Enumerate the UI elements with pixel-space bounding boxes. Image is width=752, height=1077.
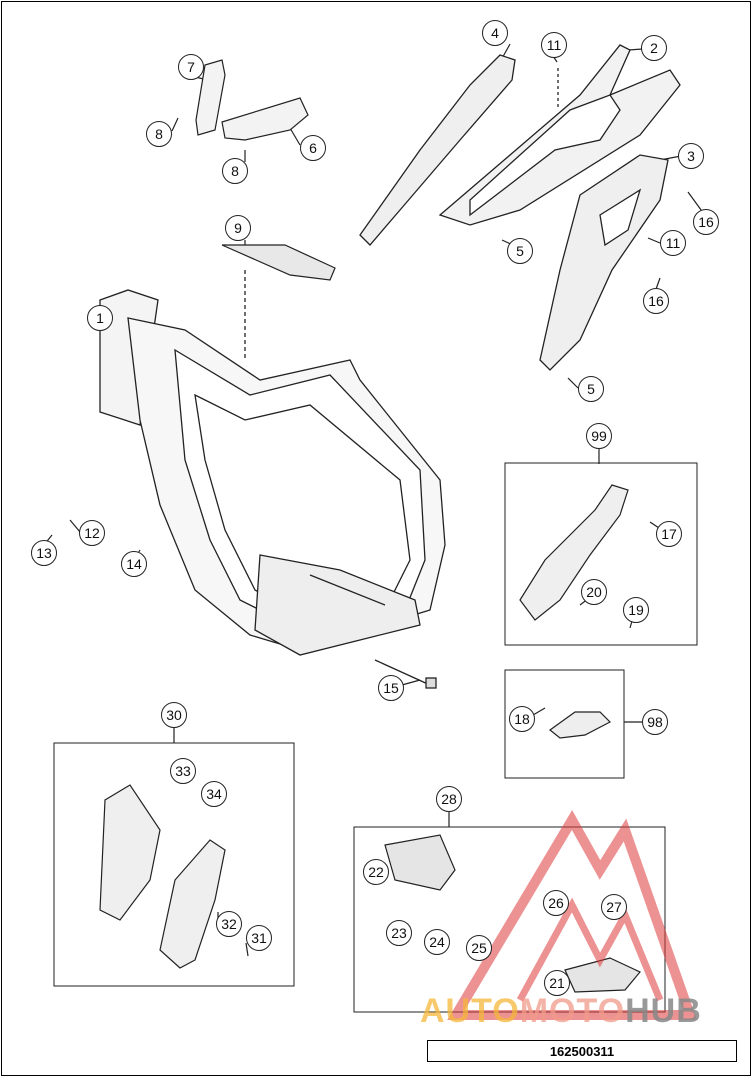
callout-26: 26 <box>543 890 569 916</box>
main-frame-drawing <box>99 270 446 689</box>
bracket-drawings <box>195 59 309 141</box>
callout-11: 11 <box>541 32 567 58</box>
callout-33: 33 <box>170 758 196 784</box>
callout-13: 13 <box>31 540 57 566</box>
callout-5: 5 <box>578 376 604 402</box>
callout-32: 32 <box>216 911 242 937</box>
callout-8: 8 <box>146 121 172 147</box>
callout-30: 30 <box>161 702 187 728</box>
callout-27: 27 <box>601 894 627 920</box>
callout-6: 6 <box>300 135 326 161</box>
callout-16: 16 <box>693 209 719 235</box>
callout-1: 1 <box>87 305 113 331</box>
callout-19: 19 <box>623 597 649 623</box>
callout-28: 28 <box>436 786 462 812</box>
callout-20: 20 <box>581 579 607 605</box>
callout-12: 12 <box>79 520 105 546</box>
chain-guide-drawing <box>519 484 629 621</box>
callout-21: 21 <box>544 970 570 996</box>
watermark-logo <box>447 810 698 1020</box>
callout-15: 15 <box>378 675 404 701</box>
callout-18: 18 <box>509 706 535 732</box>
callout-9: 9 <box>225 215 251 241</box>
callout-98: 98 <box>642 709 668 735</box>
callout-2: 2 <box>641 35 667 61</box>
callout-22: 22 <box>363 859 389 885</box>
drawing-number: 162500311 <box>427 1040 737 1062</box>
subframe-side-drawing <box>539 154 669 371</box>
subframe-drawing <box>438 44 681 226</box>
callout-14: 14 <box>121 551 147 577</box>
callout-23: 23 <box>386 920 412 946</box>
callout-25: 25 <box>466 935 492 961</box>
callout-3: 3 <box>678 143 704 169</box>
callout-17: 17 <box>656 521 682 547</box>
callout-34: 34 <box>201 781 227 807</box>
number-holder-drawing <box>221 244 336 281</box>
callout-11: 11 <box>660 230 686 256</box>
callout-4: 4 <box>482 20 508 46</box>
watermark-text: AUTOMOTOHUB <box>420 992 702 1030</box>
callout-5: 5 <box>507 238 533 264</box>
chain-slider-drawing <box>549 711 612 739</box>
frame-protector-drawing <box>99 784 226 969</box>
callout-99: 99 <box>586 423 612 449</box>
callout-31: 31 <box>246 925 272 951</box>
footrest-drawing <box>384 834 641 993</box>
callout-16: 16 <box>643 288 669 314</box>
callout-8: 8 <box>222 158 248 184</box>
callout-7: 7 <box>178 54 204 80</box>
callout-24: 24 <box>424 929 450 955</box>
subframe-rail-drawing <box>359 54 516 246</box>
